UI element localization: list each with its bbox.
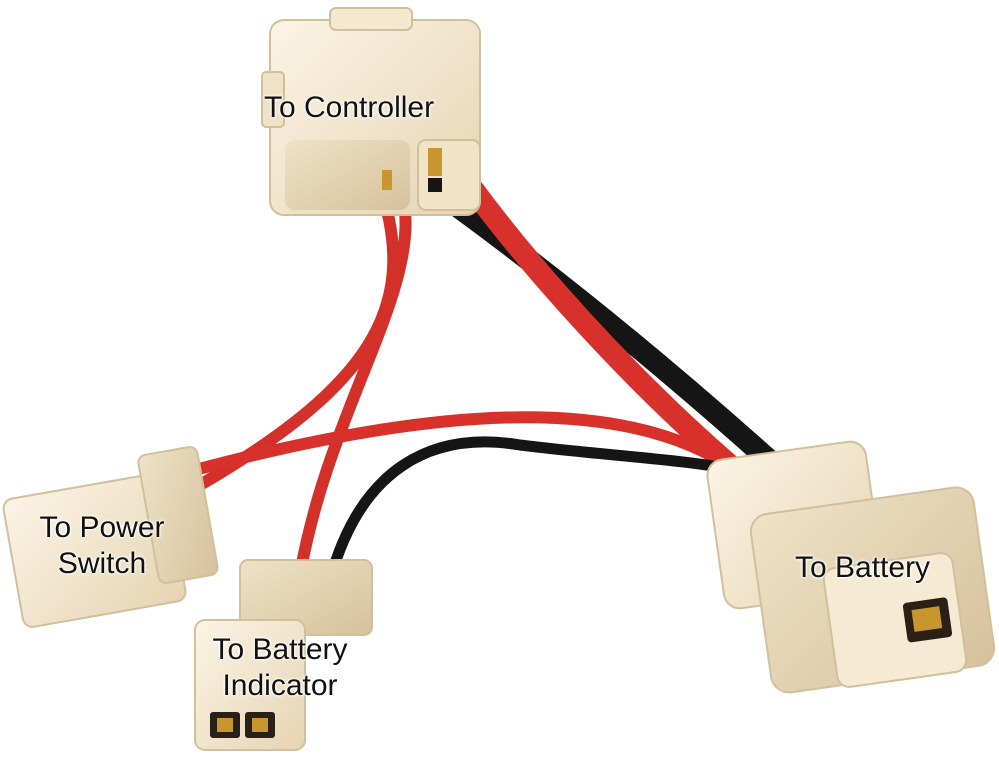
- battery-indicator-label: To Battery Indicator: [192, 632, 368, 704]
- power-switch-label-line1: To Power: [39, 511, 165, 544]
- battery-connector: [706, 440, 996, 694]
- red-wire-switch-battery: [189, 411, 741, 476]
- battery-label: To Battery: [795, 551, 931, 584]
- battery-indicator-connector: [194, 559, 373, 751]
- power-switch-label: To Power Switch: [22, 510, 182, 582]
- power-switch-connector: [2, 446, 219, 628]
- black-wire-indicator-battery: [324, 436, 741, 586]
- black-wire-controller-battery: [424, 179, 791, 481]
- red-wire-controller-indicator: [294, 179, 412, 581]
- battery-indicator-label-line2: Indicator: [222, 669, 338, 702]
- red-wire-controller-switch: [194, 174, 400, 491]
- power-switch-label-line2: Switch: [57, 547, 147, 580]
- controller-connector: [261, 7, 481, 216]
- battery-indicator-label-line1: To Battery: [212, 633, 348, 666]
- controller-label: To Controller: [264, 91, 435, 124]
